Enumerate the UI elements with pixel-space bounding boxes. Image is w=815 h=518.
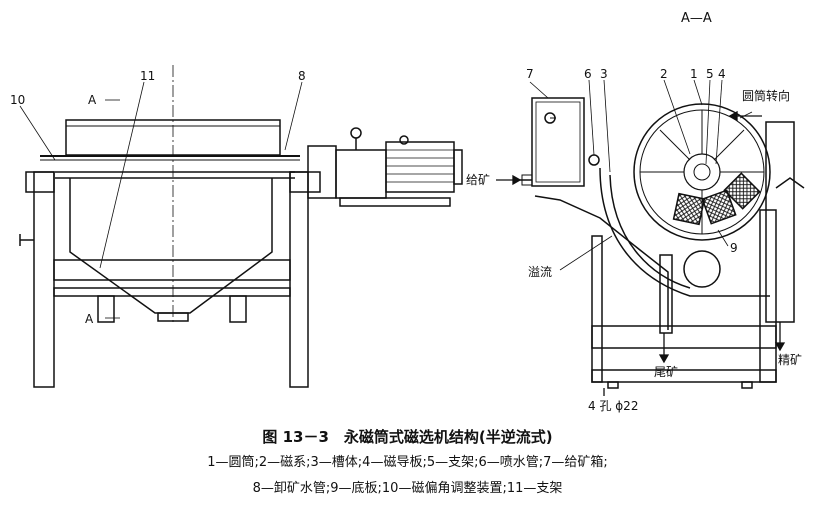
concentrate-label: 精矿 — [778, 353, 802, 367]
hopper — [69, 178, 273, 314]
section-mark-top: A — [88, 93, 97, 107]
support-hole — [683, 250, 721, 288]
feed-box — [531, 97, 585, 187]
label-9: 9 — [730, 241, 738, 255]
tailings-label: 尾矿 — [654, 365, 678, 379]
magnet-block — [723, 172, 761, 210]
label-8: 8 — [298, 69, 306, 83]
label-4: 4 — [718, 67, 726, 81]
concentrate-chute — [765, 121, 795, 323]
label-6: 6 — [584, 67, 592, 81]
label-7: 7 — [526, 67, 534, 81]
label-10: 10 — [10, 93, 25, 107]
machine-structure-drawing: A—A — [10, 11, 805, 413]
right-leg — [289, 171, 309, 388]
motor — [385, 141, 455, 193]
label-5: 5 — [706, 67, 714, 81]
label-11: 11 — [140, 69, 155, 83]
flow-arrows — [496, 110, 786, 396]
drum-rotation-label: 圆筒转向 — [742, 88, 790, 103]
feed-label: 给矿 — [466, 173, 490, 187]
tank-body — [534, 195, 669, 330]
label-1: 1 — [690, 67, 698, 81]
section-view — [520, 79, 805, 389]
legend-line-1: 1—圆筒;2—磁系;3—槽体;4—磁导板;5—支架;6—喷水管;7—给矿箱; — [207, 455, 608, 470]
cross-beam — [53, 259, 291, 281]
magnet-block — [672, 192, 706, 226]
label-2: 2 — [660, 67, 668, 81]
frame-left-post — [591, 235, 603, 383]
section-mark-bottom: A — [85, 312, 94, 326]
magnet-block — [701, 189, 737, 225]
section-label: A—A — [681, 11, 712, 26]
side-view — [19, 65, 463, 388]
left-leg — [33, 171, 55, 388]
reducer — [335, 149, 387, 199]
holes-label: 4 孔 ϕ22 — [588, 399, 638, 413]
water-pipe — [588, 154, 600, 166]
caption-title: 图 13－3 永磁筒式磁选机结构(半逆流式) — [262, 428, 553, 446]
figure-caption: 图 13－3 永磁筒式磁选机结构(半逆流式) 1—圆筒;2—磁系;3—槽体;4—… — [0, 424, 815, 502]
overflow-label: 溢流 — [528, 265, 552, 279]
label-3: 3 — [600, 67, 608, 81]
legend-line-2: 8—卸矿水管;9—底板;10—磁偏角调整装置;11—支架 — [252, 481, 563, 496]
